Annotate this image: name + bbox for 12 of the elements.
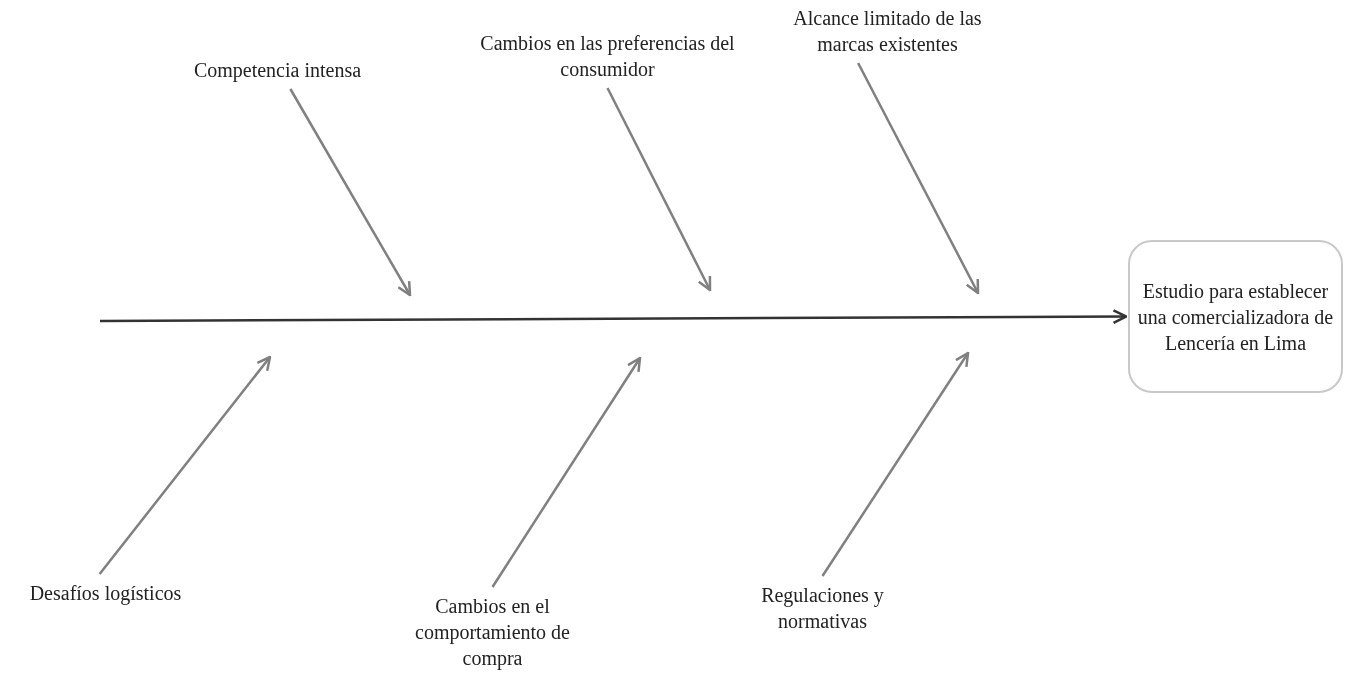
arrow [98, 355, 272, 575]
arrow [606, 87, 712, 292]
arrow [857, 62, 980, 295]
effect-box: Estudio para establecer una comercializadora de Lencería en Lima [1128, 240, 1343, 393]
cause-label: Competencia intensa [170, 57, 385, 83]
cause-label: Regulaciones y normativas [740, 582, 905, 634]
arrow [491, 356, 642, 588]
cause-label: Desafíos logísticos [8, 580, 203, 606]
arrow [289, 88, 412, 297]
spine-arrow [100, 309, 1128, 325]
arrow [821, 351, 970, 577]
cause-label: Cambios en el comportamiento de compra [395, 593, 590, 671]
